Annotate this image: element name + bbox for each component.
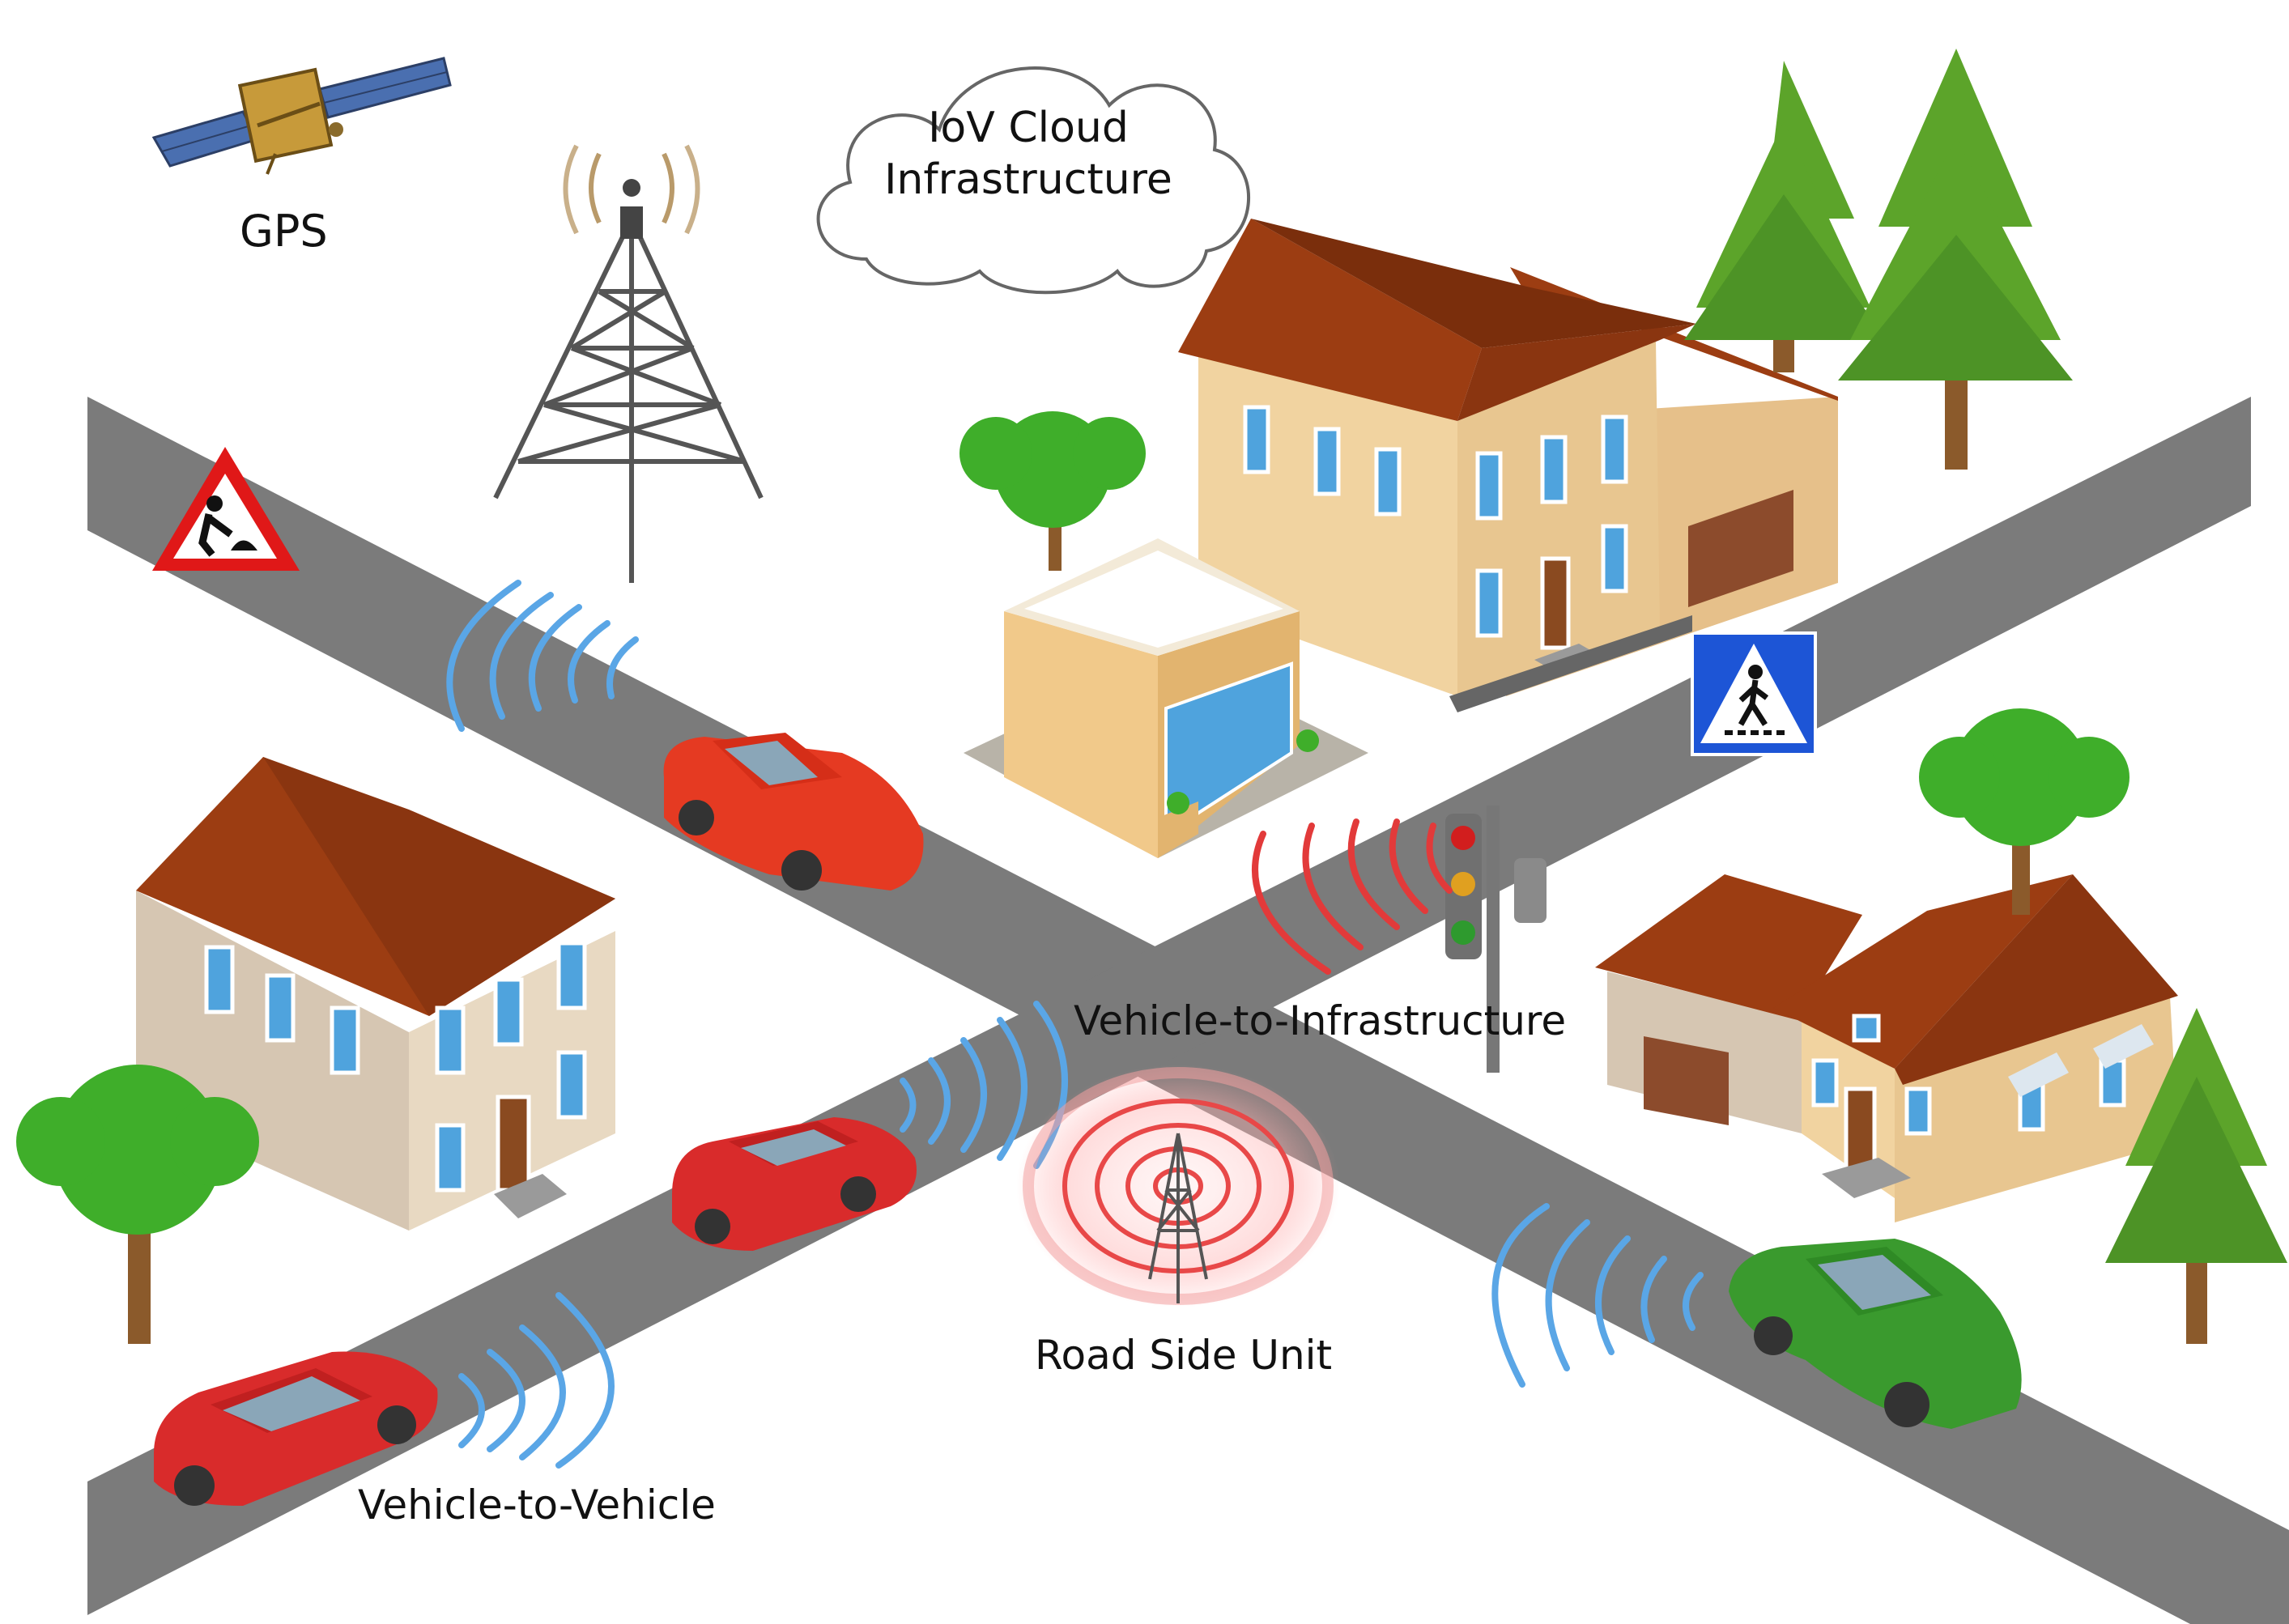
- tree-icon: [1684, 61, 1887, 372]
- traffic-light-icon: [1445, 806, 1547, 1073]
- car-icon: [1729, 1239, 2022, 1429]
- tree-icon: [16, 1065, 259, 1344]
- cloud-icon: [816, 66, 1250, 295]
- signal-waves-icon: [1491, 1203, 1704, 1388]
- pedestrian-crossing-sign-icon: [1691, 631, 1817, 756]
- car-icon: [154, 1351, 438, 1506]
- signal-waves-icon: [1252, 818, 1453, 975]
- tree-icon: [1838, 49, 2073, 470]
- cell-tower-icon: [493, 144, 764, 583]
- house-icon: [1178, 219, 1838, 712]
- tree-icon: [2105, 1008, 2287, 1344]
- shop-icon: [964, 538, 1368, 858]
- tree-icon: [959, 411, 1146, 571]
- road-side-unit-icon: [1016, 1065, 1340, 1307]
- house-icon: [136, 757, 615, 1231]
- v2i-label: Vehicle-to-Infrastructure: [1074, 997, 1567, 1044]
- satellite-icon: [151, 57, 452, 175]
- signal-waves-icon: [458, 1292, 615, 1469]
- gps-label: GPS: [240, 206, 328, 257]
- car-icon: [663, 733, 924, 891]
- rsu-label: Road Side Unit: [1035, 1332, 1333, 1379]
- v2v-label: Vehicle-to-Vehicle: [358, 1482, 716, 1528]
- tree-icon: [1919, 708, 2129, 915]
- signal-waves-icon: [900, 1001, 1068, 1169]
- car-icon: [672, 1117, 917, 1251]
- cloud-label-line1: IoV Cloud: [928, 104, 1129, 152]
- cloud-label-line2: Infrastructure: [884, 155, 1172, 204]
- house-icon: [1595, 874, 2178, 1222]
- cloud-label: IoV Cloud Infrastructure: [834, 102, 1223, 206]
- signal-waves-icon: [446, 580, 639, 732]
- road-works-sign-icon: [152, 447, 300, 571]
